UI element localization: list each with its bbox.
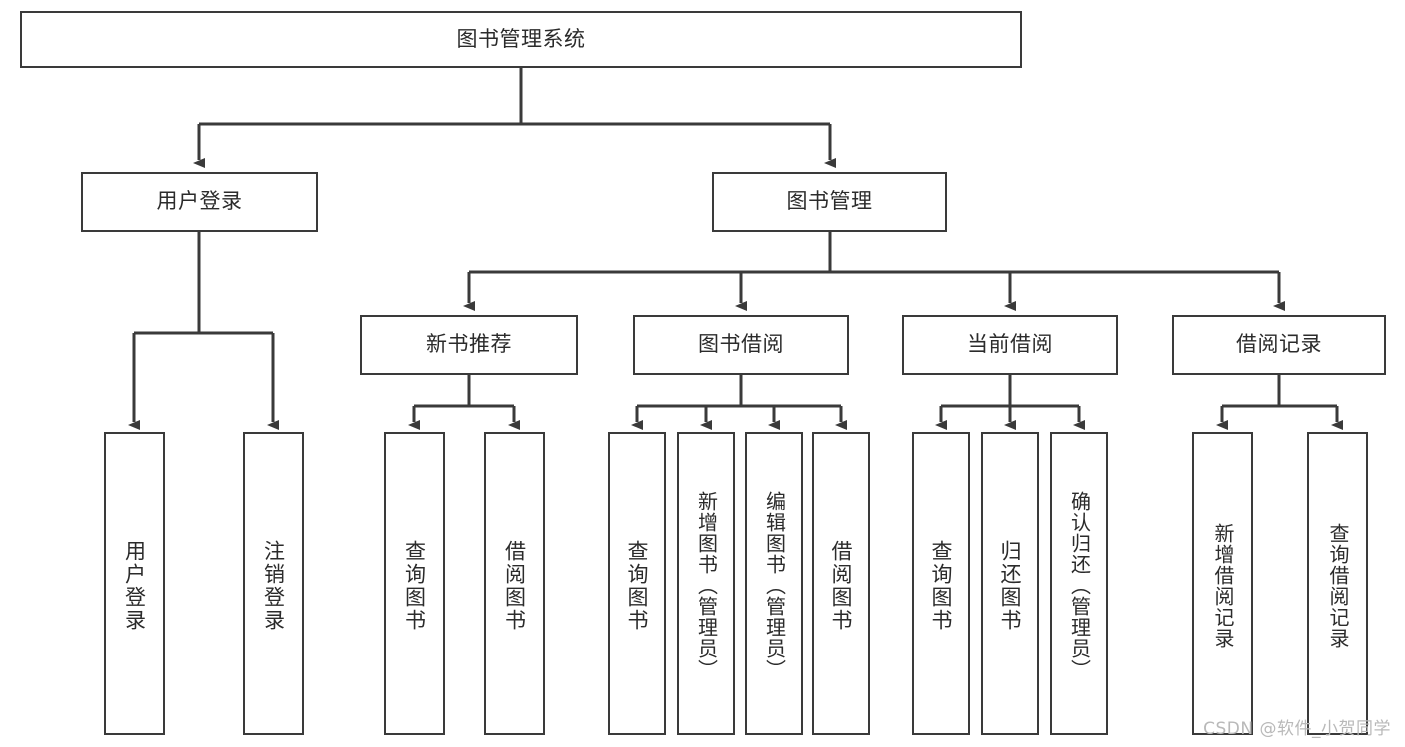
leaf-borrow-add-book-admin[interactable]: 新增图书（管理员） [677, 432, 735, 735]
node-label: 用户登录 [156, 189, 243, 214]
node-label: 用户登录 [122, 539, 147, 632]
node-new-book-recommend[interactable]: 新书推荐 [360, 315, 578, 375]
node-root-system[interactable]: 图书管理系统 [20, 11, 1022, 68]
node-label: 查询图书 [625, 539, 650, 632]
leaf-borrow-query-book[interactable]: 查询图书 [608, 432, 666, 735]
csdn-watermark: CSDN @软件_小贺同学 [1203, 719, 1391, 739]
node-label: 新增图书（管理员） [694, 491, 719, 680]
node-label: 归还图书 [998, 539, 1023, 632]
node-label: 借阅记录 [1236, 332, 1322, 357]
node-label: 查询图书 [402, 539, 427, 632]
leaf-user-login-signin[interactable]: 用户登录 [104, 432, 165, 735]
node-borrow-record[interactable]: 借阅记录 [1172, 315, 1386, 375]
leaf-current-confirm-return-admin[interactable]: 确认归还（管理员） [1050, 432, 1108, 735]
node-label: 注销登录 [261, 539, 286, 632]
node-label: 编辑图书（管理员） [762, 491, 787, 680]
leaf-recommend-query-book[interactable]: 查询图书 [384, 432, 445, 735]
node-label: 新书推荐 [426, 332, 512, 357]
node-label: 查询图书 [929, 539, 954, 632]
node-current-borrow[interactable]: 当前借阅 [902, 315, 1118, 375]
leaf-recommend-borrow-book[interactable]: 借阅图书 [484, 432, 545, 735]
leaf-user-login-signout[interactable]: 注销登录 [243, 432, 304, 735]
leaf-borrow-borrow-book[interactable]: 借阅图书 [812, 432, 870, 735]
node-book-management[interactable]: 图书管理 [712, 172, 947, 232]
node-user-login[interactable]: 用户登录 [81, 172, 318, 232]
node-label: 图书借阅 [698, 332, 784, 357]
leaf-current-query-book[interactable]: 查询图书 [912, 432, 970, 735]
node-label: 当前借阅 [967, 332, 1053, 357]
node-label: 确认归还（管理员） [1067, 491, 1092, 680]
node-label: 图书管理系统 [456, 26, 586, 51]
node-label: 查询借阅记录 [1326, 522, 1350, 649]
leaf-record-add-record[interactable]: 新增借阅记录 [1192, 432, 1253, 735]
node-label: 借阅图书 [502, 539, 527, 632]
node-label: 图书管理 [786, 189, 873, 214]
node-book-borrow[interactable]: 图书借阅 [633, 315, 849, 375]
leaf-borrow-edit-book-admin[interactable]: 编辑图书（管理员） [745, 432, 803, 735]
leaf-record-query-record[interactable]: 查询借阅记录 [1307, 432, 1368, 735]
node-label: 新增借阅记录 [1211, 522, 1235, 649]
node-label: 借阅图书 [829, 539, 854, 632]
leaf-current-return-book[interactable]: 归还图书 [981, 432, 1039, 735]
